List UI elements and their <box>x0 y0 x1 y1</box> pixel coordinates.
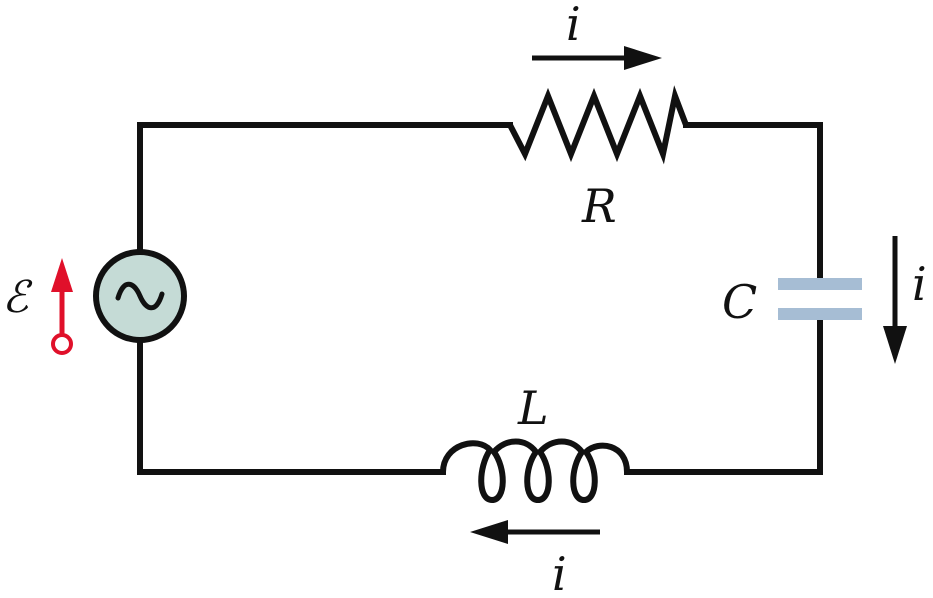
wire-bottom-left <box>137 337 446 475</box>
resistor-symbol <box>507 85 689 165</box>
emf-arrow-pivot <box>51 333 73 355</box>
phasor-arrow-icon <box>51 258 73 355</box>
wire-left-top <box>137 122 513 255</box>
current-arrow-top-head <box>624 46 662 70</box>
current-arrow-right-head <box>883 326 907 364</box>
wire-right-bottom <box>624 315 823 475</box>
capacitor-label: C <box>722 275 757 329</box>
emf-label: ℰ <box>2 272 33 323</box>
circuit-wires <box>137 122 823 475</box>
current-arrow-top <box>532 46 662 70</box>
current-label-bottom: i <box>552 547 567 598</box>
emf-arrow-head <box>51 258 73 292</box>
ac-source-icon <box>93 249 187 343</box>
current-arrow-bottom-head <box>470 520 508 544</box>
sine-wave-icon <box>115 281 165 311</box>
inductor-label: L <box>517 381 549 435</box>
current-arrow-right <box>883 236 907 364</box>
inductor-symbol <box>440 438 630 504</box>
inductor-coil <box>440 438 630 504</box>
current-label-top: i <box>566 0 581 51</box>
current-label-right: i <box>912 257 927 311</box>
resistor-label: R <box>581 179 617 233</box>
wire-top-right <box>683 122 823 283</box>
current-arrow-bottom <box>470 520 600 544</box>
capacitor-symbol <box>778 278 862 320</box>
